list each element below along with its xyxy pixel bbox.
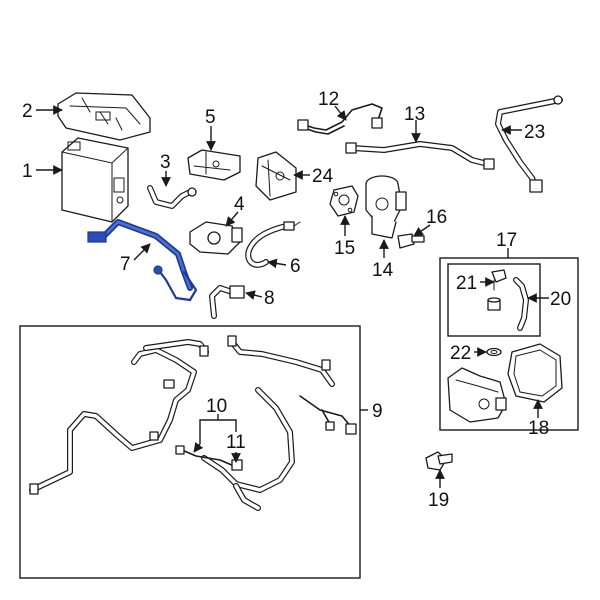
callout-15: 15: [334, 238, 355, 259]
callout-19: 19: [428, 490, 449, 511]
callout-13: 13: [404, 104, 425, 125]
callout-7: 7: [120, 254, 131, 275]
callout-12: 12: [318, 89, 339, 110]
callout-6: 6: [290, 256, 301, 277]
part-14-egr-valve[interactable]: [365, 175, 407, 239]
box-21-frame: [447, 263, 541, 337]
part-7-vapor-tube[interactable]: [87, 219, 198, 302]
part-22-o-ring[interactable]: [486, 347, 502, 357]
callout-10: 10: [206, 396, 227, 417]
part-18-gasket[interactable]: [507, 343, 563, 403]
part-3-hose[interactable]: [147, 185, 197, 209]
callout-2: 2: [22, 101, 33, 122]
callout-labels: 2 1 3 5 4 24 6 7 8 12 13 23 15 14 16 17 …: [22, 89, 571, 511]
part-8-tube[interactable]: [209, 285, 245, 319]
callout-20: 20: [550, 289, 571, 310]
part-19-bolt[interactable]: [425, 451, 453, 471]
callout-11: 11: [226, 432, 246, 453]
part-17-housing[interactable]: [447, 367, 507, 423]
callout-22: 22: [450, 343, 471, 364]
callout-16: 16: [426, 207, 447, 228]
callout-14: 14: [372, 260, 394, 281]
leader-lines: [36, 105, 549, 488]
part-20-hose[interactable]: [513, 277, 529, 331]
part-23-tube[interactable]: [495, 95, 563, 193]
callout-3: 3: [160, 152, 171, 173]
part-21-fitting[interactable]: [487, 269, 507, 311]
part-1-canister[interactable]: [61, 137, 129, 223]
callout-23: 23: [524, 122, 545, 143]
callout-9: 9: [372, 401, 383, 422]
callout-18: 18: [528, 418, 549, 439]
part-5-bracket[interactable]: [187, 149, 241, 181]
callout-1: 1: [22, 161, 33, 182]
part-6-hose[interactable]: [245, 221, 301, 268]
box-9-frame: [19, 325, 361, 579]
box-17-frame: [439, 257, 579, 431]
callout-8: 8: [264, 288, 275, 309]
part-12-harness[interactable]: [297, 103, 383, 135]
part-15-gasket[interactable]: [329, 185, 359, 217]
part-9-tube-assembly[interactable]: [29, 335, 357, 511]
part-13-tube[interactable]: [345, 141, 495, 170]
part-16-bolt[interactable]: [397, 233, 425, 249]
part-2-shield[interactable]: [57, 92, 151, 141]
part-4-valve[interactable]: [189, 221, 243, 255]
part-24-cover[interactable]: [255, 151, 297, 201]
callout-5: 5: [205, 107, 216, 128]
callout-4: 4: [234, 194, 245, 215]
callout-24: 24: [312, 166, 334, 187]
callout-17: 17: [496, 230, 517, 251]
callout-21: 21: [456, 273, 477, 294]
